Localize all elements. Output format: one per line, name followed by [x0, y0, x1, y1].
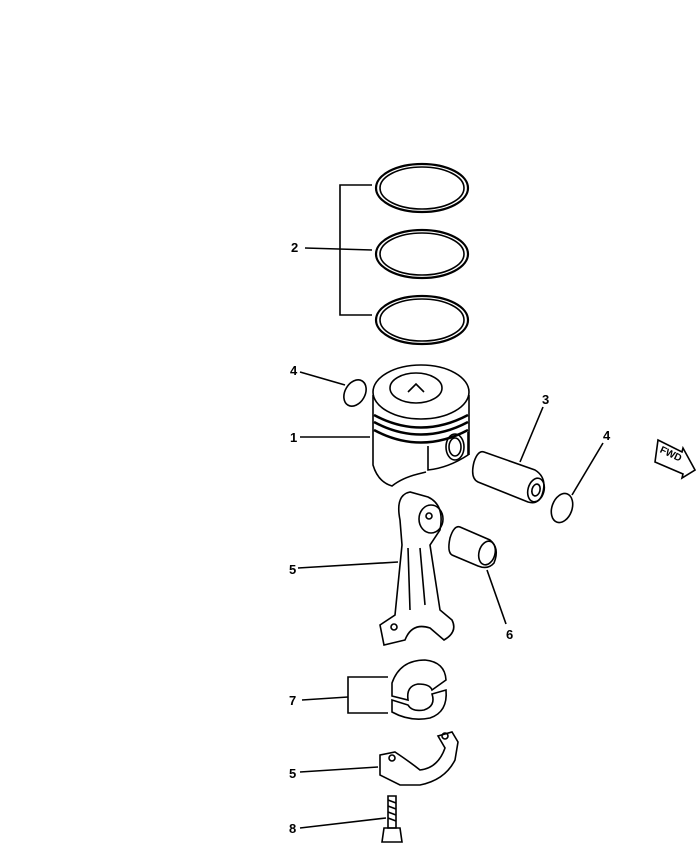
- piston: [372, 364, 470, 487]
- bolt: [381, 795, 403, 843]
- fwd-arrow-icon: [654, 438, 696, 480]
- piston-pin: [471, 450, 546, 504]
- snap-ring-left: [343, 379, 367, 407]
- rod-cap: [379, 731, 459, 786]
- callout-label-5-rod: 5: [289, 562, 297, 577]
- connecting-rod: [379, 491, 455, 646]
- snap-ring-right: [550, 492, 574, 524]
- callout-bracket-2: [304, 184, 373, 316]
- callout-label-4-right: 4: [603, 428, 611, 443]
- callout-label-6: 6: [506, 627, 514, 642]
- bearing-shells: [391, 659, 447, 720]
- callout-label-7: 7: [289, 693, 297, 708]
- bushing: [448, 525, 498, 569]
- callout-label-3: 3: [542, 392, 550, 407]
- callout-label-5-cap: 5: [289, 766, 297, 781]
- callout-label-2: 2: [291, 240, 299, 255]
- callout-label-1: 1: [290, 430, 298, 445]
- callout-label-8: 8: [289, 821, 297, 836]
- callout-label-4-left: 4: [290, 363, 298, 378]
- callout-bracket-7: [301, 676, 388, 714]
- piston-rings: [374, 162, 470, 346]
